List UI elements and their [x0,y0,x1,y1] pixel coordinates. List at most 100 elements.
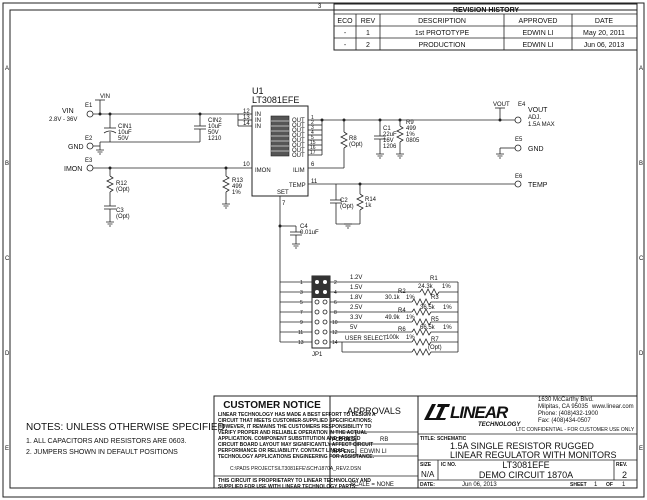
size-value: N/A [421,470,435,479]
rev-row2-approved: EDWIN LI [522,42,553,49]
terminal-e3 [86,164,94,172]
border-row-d-right: D [639,351,644,357]
title-block: CUSTOMER NOTICE LINEAR TECHNOLOGY HAS MA… [213,395,638,490]
of-label: OF [606,482,613,488]
jp-row-2-label: 1.5V [350,285,362,291]
jp1-jumper: JP1 1 3 5 7 9 11 13 2 4 6 8 10 12 14 [298,275,459,358]
u1-imon-label: IMON [255,168,271,174]
u1-out-label-6: OUT [292,143,305,149]
cin1-value: 10uF [118,130,132,136]
terminal-e5 [514,144,522,152]
u1-pin-15: 15 [310,140,316,146]
pcb-des-value: RB [380,437,388,443]
address-line-2: Milpitas, CA 95035 [538,404,589,410]
notice-line-7: PERFORMANCE OR RELIABILITY. CONTACT LINE… [218,448,345,454]
confidential: LTC CONFIDENTIAL - FOR CUSTOMER USE ONLY [516,427,635,433]
u1-part: LT3081EFE [252,95,299,105]
jp1-pin-8: 8 [334,310,337,316]
border-col-3: 3 [318,4,322,10]
border-row-d: D [5,351,10,357]
jp1-pin-5: 5 [300,300,303,306]
sheet-label: SHEET [570,482,587,488]
r5-ref: R5 [431,317,439,323]
border-row-b: B [5,161,9,167]
notice-line-6: CIRCUIT BOARD LAYOUT MAY SIGNIFICANTLY A… [218,442,373,448]
jp1-pin-13: 13 [298,340,304,346]
jp-row-4-label: 2.5V [350,305,362,311]
r13-tolerance: 1% [232,190,241,196]
r13-ref: R13 [232,178,244,184]
u1-pin-5: 5 [311,135,314,141]
r5-tol: 1% [443,325,452,331]
cin2-value: 10uF [208,124,222,130]
vout-label: VOUT [528,107,548,114]
r2-ref: R2 [398,289,406,295]
r8-value: (Opt) [349,142,363,148]
logo-subtext: TECHNOLOGY [478,422,521,428]
u1-pin-14: 14 [243,121,250,127]
address-line-4: Fax: (408)434-0507 [538,418,591,424]
jp-row-6-label: 5V [350,325,357,331]
r12-value: (Opt) [116,187,130,193]
u1-pin-3: 3 [311,125,314,131]
u1-in-label-2: IN [255,118,261,124]
rev-row1-date: May 20, 2011 [583,30,625,37]
notice-line-2: CIRCUIT THAT MEETS CUSTOMER-SUPPLIED SPE… [218,418,373,424]
r14-ref: R14 [365,197,377,203]
terminal-e4 [514,116,522,124]
cin1-ref: CIN1 [118,124,132,130]
border-row-a-right: A [639,66,643,72]
terminal-e2-label: E2 [85,136,93,142]
c4-value: 0.01uF [300,230,319,236]
jp1-ref: JP1 [312,352,323,358]
scale-label: SCALE = NONE [350,482,394,488]
app-eng-label: APP ENG. [332,449,356,455]
r3-tol: 1% [443,305,452,311]
cin2-ref: CIN2 [208,118,222,124]
cin2-voltage: 50V [208,130,219,136]
r6-tol: 1% [406,335,415,341]
vout-adj: ADJ. [528,115,541,121]
size-label: SIZE [420,462,432,468]
u1-pin-13: 13 [243,115,250,121]
r9-value: 499 [406,126,417,132]
jp1-pin-4: 4 [334,290,337,296]
jp-row-5-label: 3.3V [350,315,362,321]
u1-thermal-pad [270,115,290,157]
output-section: R8 (Opt) C1 22uF 16V 1206 R9 499 1% 0805… [308,102,555,229]
jp1-pin-14: 14 [332,340,338,346]
rev-row1-eco: - [344,30,347,37]
r7-ref: R7 [431,337,439,343]
r2-value: 30.1k [385,295,401,301]
border-row-c-right: C [639,256,644,262]
c1-size: 1206 [383,144,397,150]
vout-max: 1.5A MAX [528,122,555,128]
u1-set-label: SET [277,190,289,196]
r4-tol: 1% [406,315,415,321]
jp1-pin-11: 11 [298,330,303,336]
jp1-pin-7: 7 [300,310,303,316]
r3-value: 36.5k [420,305,436,311]
u1-pin-1: 1 [311,115,314,121]
r13-value: 499 [232,184,243,190]
u1-out-pins: OUT OUT OUT OUT OUT OUT OUT OUT 1 2 3 4 … [292,115,323,159]
r5-value: 66.5k [420,325,436,331]
terminal-e3-label: E3 [85,158,93,164]
u1-out-label-4: OUT [292,133,305,139]
imon-label: IMON [64,166,82,173]
u1-out-label-7: OUT [292,148,305,154]
r9-size: 0805 [406,138,420,144]
r3-ref: R3 [431,295,439,301]
r4-value: 49.9k [385,315,401,321]
linear-logo: LINEAR TECHNOLOGY [424,403,521,428]
address-line-3: Phone: (408)432-1900 [538,411,599,417]
rev-header-eco: ECO [337,18,353,25]
title-line-2: LINEAR REGULATOR WITH MONITORS [450,450,617,460]
jp1-pin-3: 3 [300,290,303,296]
logo-text: LINEAR [450,403,509,422]
notice-line-3: HOWEVER, IT REMAINS THE CUSTOMERS RESPON… [218,424,371,430]
c3-value: (Opt) [116,214,130,220]
rev-row1-approved: EDWIN LI [522,30,553,37]
notice-prop-1: THIS CIRCUIT IS PROPRIETARY TO LINEAR TE… [218,478,371,484]
c1-value: 22uF [383,132,397,138]
